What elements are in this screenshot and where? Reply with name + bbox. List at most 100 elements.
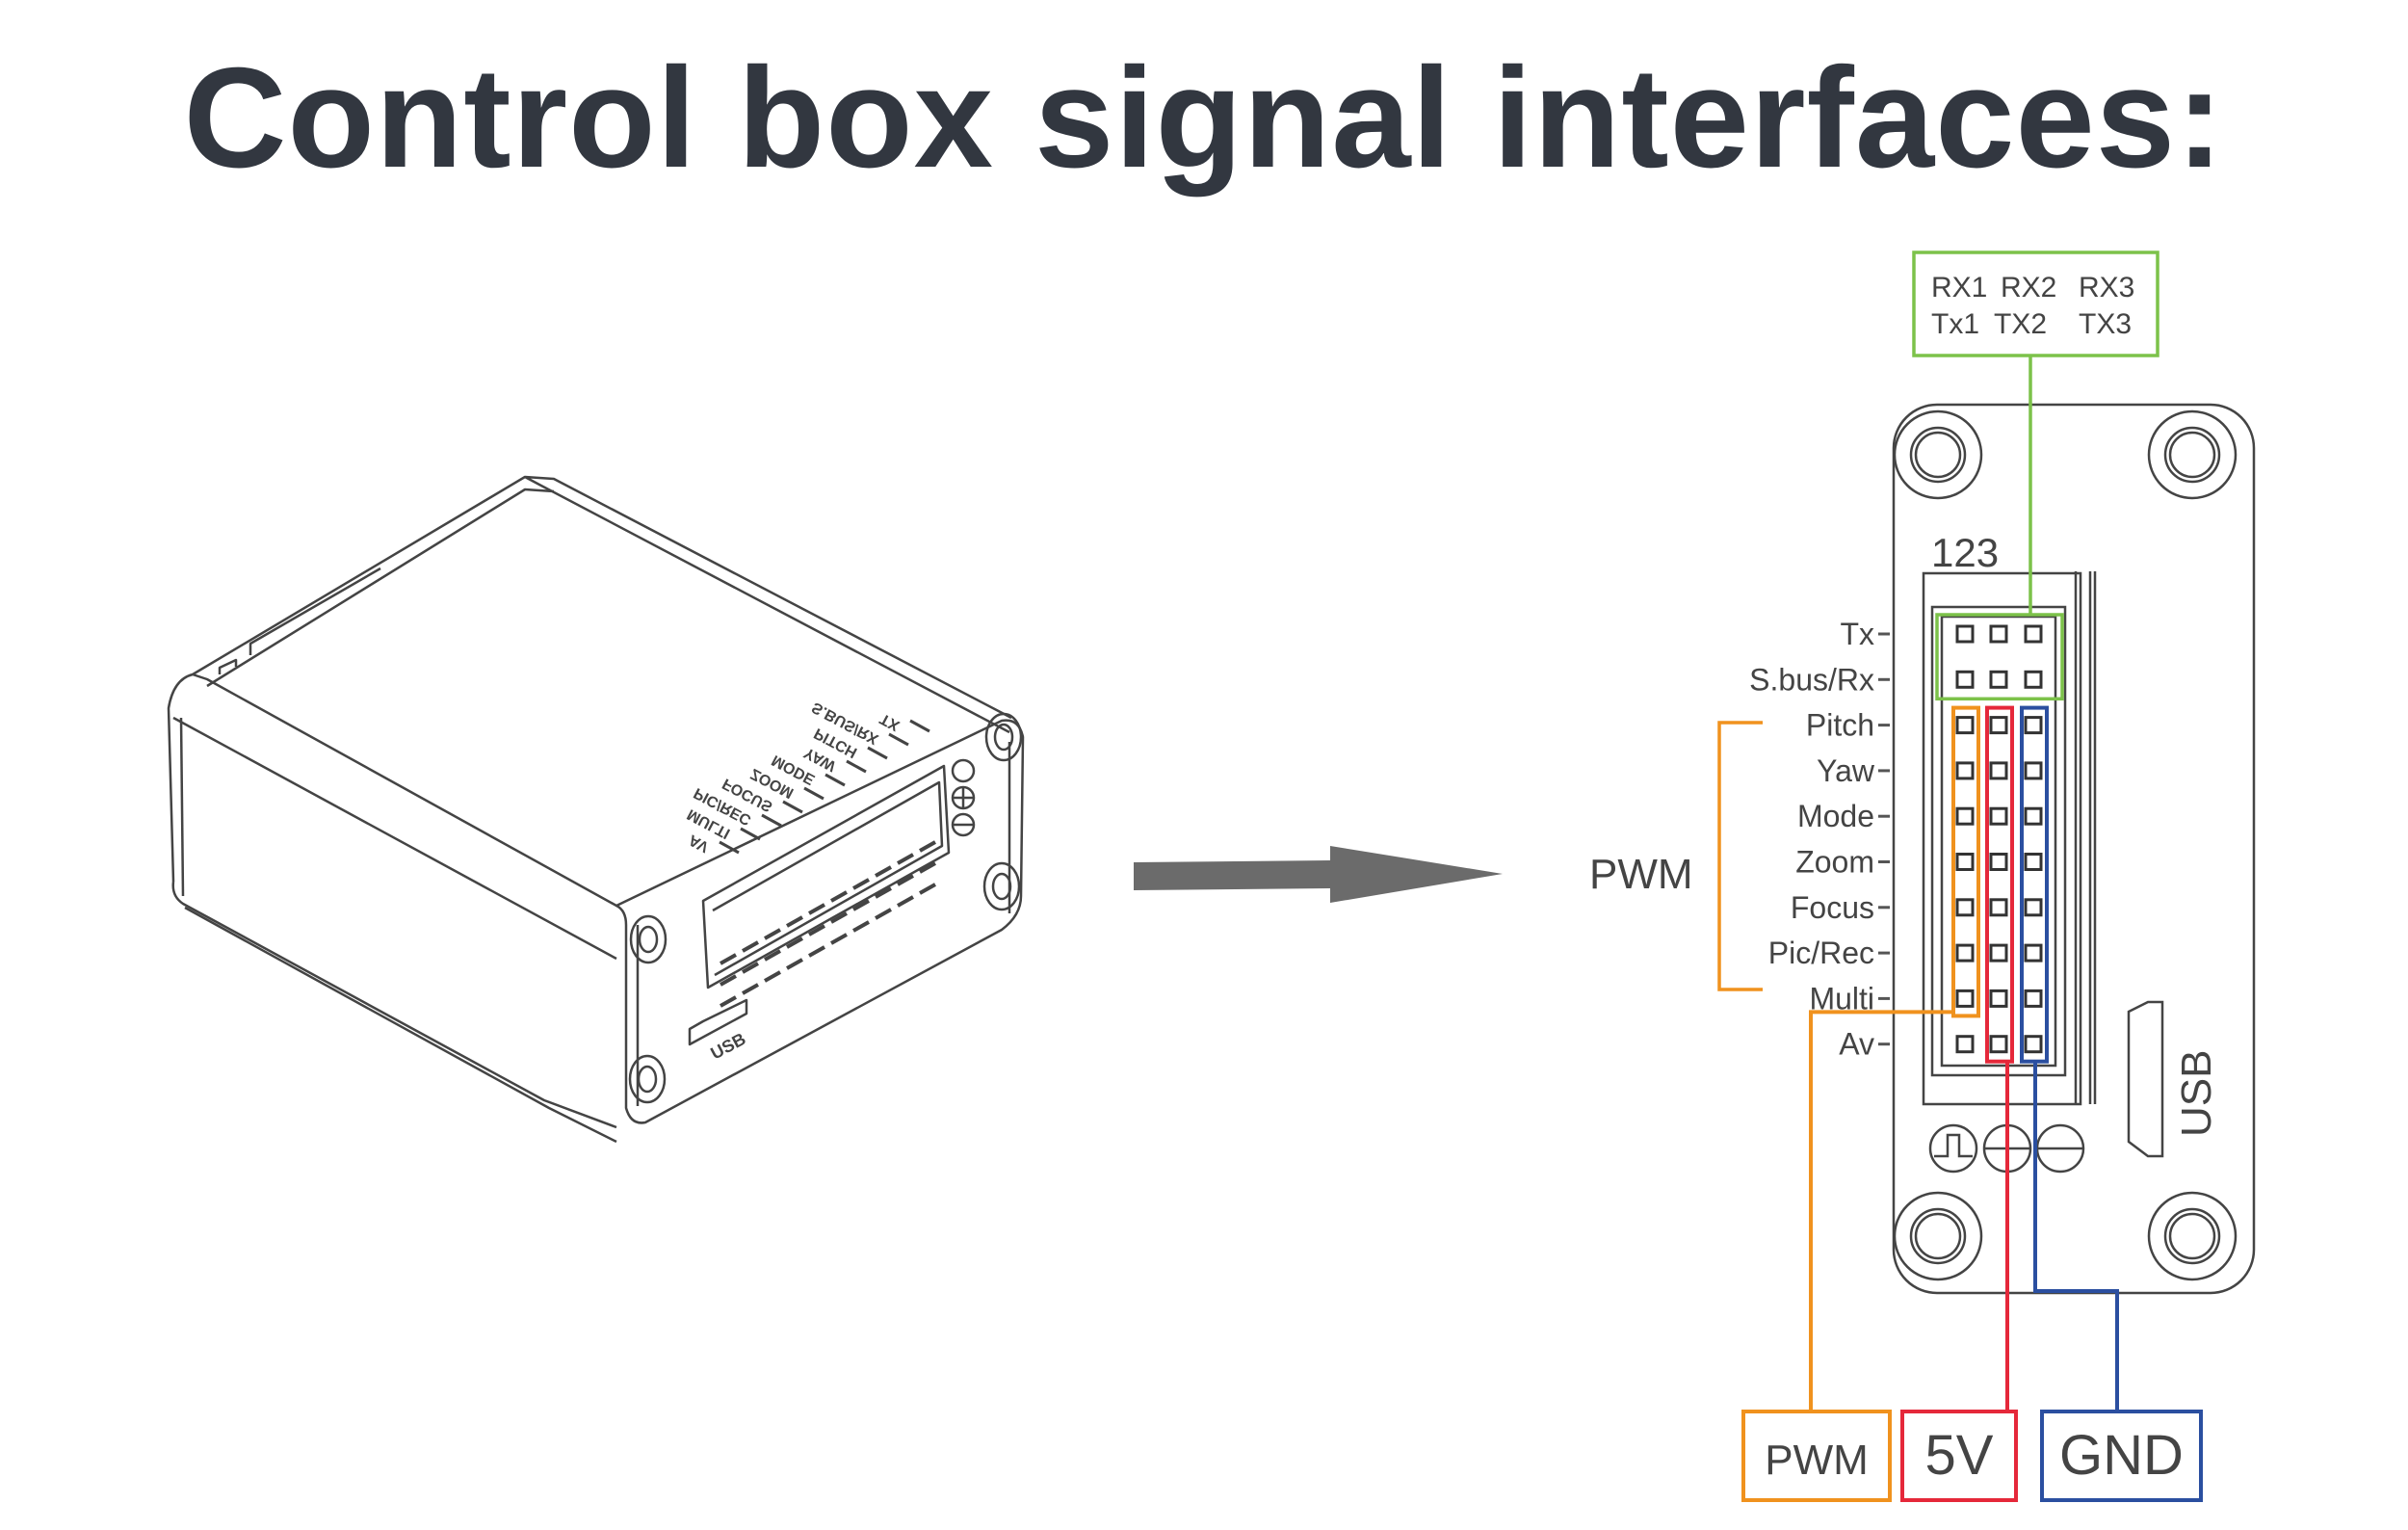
pin-label: Pic/Rec	[1768, 936, 1874, 970]
pin-4-1	[1955, 761, 1975, 780]
symbol-signal	[951, 758, 976, 783]
pin-1-2	[1989, 624, 2008, 644]
silkscreen-tick	[824, 773, 846, 787]
pin-label: Focus	[1791, 890, 1874, 925]
legend-box-5v	[1900, 1410, 2018, 1502]
legend-label: PWM	[1765, 1437, 1869, 1484]
pin-3-3	[2024, 716, 2043, 735]
pin-stub	[875, 886, 892, 899]
silkscreen-tick	[740, 827, 761, 841]
screw-hole-bottom-right	[982, 861, 1021, 911]
pin-stub	[808, 945, 825, 958]
pin-7-2	[1989, 898, 2008, 917]
pin-10-3	[2024, 1035, 2043, 1054]
pin-label: Yaw	[1817, 753, 1875, 788]
box-top-edge-inner	[206, 488, 555, 688]
pin-stub	[852, 878, 870, 890]
pin-stub	[852, 899, 870, 911]
pin-label: Pitch	[1806, 708, 1874, 743]
pin-10-2	[1989, 1035, 2008, 1054]
pwm-bracket	[1717, 721, 1763, 991]
pin-label: Tx	[1840, 617, 1874, 651]
pin-6-1	[1955, 853, 1975, 871]
pin-grid	[1955, 624, 2043, 1054]
uart-row1-col1: RX1	[1931, 272, 1987, 303]
pin-stub	[786, 915, 803, 928]
pin-stub	[897, 895, 914, 908]
control-box-illustration	[167, 475, 1025, 1144]
pin-2-1	[1955, 670, 1975, 689]
pin-stub	[919, 840, 936, 853]
pin-stub	[742, 983, 759, 995]
pin-stub	[875, 865, 892, 878]
pin-header-window	[701, 764, 951, 989]
box-top-face	[167, 475, 1012, 908]
uart-row2-col1: Tx1	[1931, 308, 1979, 340]
silkscreen-tick	[846, 759, 867, 774]
ground-column-outline	[2020, 705, 2049, 1064]
pin-stub	[830, 911, 848, 924]
silkscreen-tick	[888, 732, 909, 747]
legend-box-gnd	[2040, 1410, 2203, 1502]
pin-3-1	[1955, 716, 1975, 735]
silkscreen-tick	[761, 813, 782, 828]
pin-stub	[830, 933, 848, 945]
silkscreen-tick	[867, 746, 888, 760]
box-tab-2	[249, 567, 381, 655]
minus-icon	[2035, 1123, 2085, 1174]
pin-stub	[720, 953, 737, 965]
pin-7-1	[1955, 898, 1975, 917]
pin-5-1	[1955, 806, 1975, 826]
uart-group-outline	[1935, 613, 2064, 701]
legend-label: GND	[2059, 1424, 2184, 1487]
silkscreen-labels: TXS.BUS/RXPITCHYAWMODEZOOMFOCUSPIC/RECMU…	[685, 699, 930, 856]
screw-hole-top-right	[984, 712, 1023, 762]
pin-stub	[786, 958, 803, 970]
pin-6-2	[1989, 853, 2008, 871]
pin-stub	[764, 949, 781, 962]
pin-stub	[897, 874, 914, 886]
pin-stub	[808, 903, 825, 915]
pin-stub	[786, 936, 803, 949]
wiring	[1809, 356, 2119, 1411]
pin-8-1	[1955, 943, 1975, 963]
module-usb-label: USB	[2173, 1050, 2220, 1137]
legend-label: 5V	[1925, 1424, 1994, 1487]
header-housing	[1922, 571, 2082, 1106]
pin-8-3	[2024, 943, 2043, 963]
silkscreen-label: TX	[877, 710, 903, 734]
pin-10-1	[1955, 1035, 1975, 1054]
uart-row2-col2: TX2	[1994, 308, 2047, 340]
pin-label: Av	[1839, 1027, 1874, 1062]
ground-wire	[2033, 1061, 2119, 1411]
box-left-edge	[179, 717, 185, 897]
device-usb-label: USB	[707, 1029, 748, 1064]
silkscreen-tick	[909, 719, 930, 733]
box-side-bottom	[184, 906, 617, 1144]
pin-stub	[742, 962, 759, 974]
usb-port-outline	[2127, 1000, 2164, 1158]
pin-5-2	[1989, 806, 2008, 826]
pin-stub	[720, 974, 737, 987]
legend-box-pwm	[1741, 1410, 1892, 1502]
pin-9-1	[1955, 989, 1975, 1008]
pin-label: Zoom	[1795, 845, 1874, 880]
pin-6-3	[2024, 853, 2043, 871]
pin-2-2	[1989, 670, 2008, 689]
uart-row1-col2: RX2	[2001, 272, 2056, 303]
pin-7-3	[2024, 898, 2043, 917]
pin-9-3	[2024, 989, 2043, 1008]
pin-stub	[764, 970, 781, 983]
silkscreen-label: AV	[686, 831, 712, 856]
screw-hole-bottom-left	[628, 1054, 667, 1104]
pwm-wire	[1809, 1010, 1953, 1411]
right-arrow-icon	[1134, 846, 1503, 903]
mounting-hole-top-left	[1893, 409, 1983, 500]
silkscreen-tick	[803, 786, 824, 801]
pin-stub	[830, 890, 848, 903]
pin-stub	[897, 853, 914, 865]
pin-stub	[875, 908, 892, 920]
box-tab-1	[218, 658, 238, 674]
pin-3-2	[1989, 716, 2008, 735]
power-column-outline	[1985, 705, 2014, 1064]
